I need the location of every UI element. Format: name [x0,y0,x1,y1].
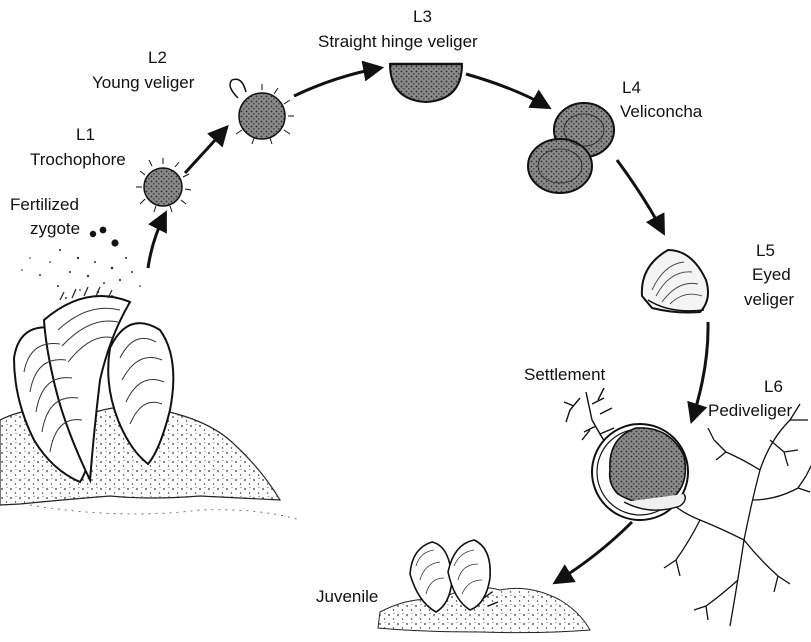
pediveliger-larva [592,424,688,520]
svg-text:Straight hinge veliger: Straight hinge veliger [318,32,478,51]
label-settlement: Settlement [524,365,606,384]
fertilized-zygote-cells [90,227,119,247]
label-l5: L5 Eyed veliger [744,241,794,309]
svg-text:Eyed: Eyed [752,265,791,284]
label-juvenile: Juvenile [316,587,378,606]
arrow-l1-to-l2 [185,128,226,173]
veliconcha-shells [528,103,614,193]
label-l2-name: Young veliger [92,73,195,92]
label-l5-line3: veliger [744,290,794,309]
arrow-l2-to-l3 [294,68,380,96]
svg-text:L2: L2 [148,48,167,67]
label-l2-code: L2 [148,48,167,67]
straight-hinge-veliger-shell [390,64,462,102]
seaweed-small [564,388,614,444]
label-zygote-line2: zygote [30,219,80,238]
label-l4-name: Veliconcha [620,102,703,121]
eyed-veliger-shell [642,250,708,313]
label-juvenile-text: Juvenile [316,587,378,606]
label-l1: L1 Trochophore [30,125,126,169]
label-l6: L6 Pediveliger [708,377,792,420]
svg-text:zygote: zygote [30,219,80,238]
label-l5-code: L5 [756,241,775,260]
svg-text:Pediveliger: Pediveliger [708,401,792,420]
svg-text:L6: L6 [764,377,783,396]
svg-text:Veliconcha: Veliconcha [620,102,703,121]
label-settlement-text: Settlement [524,365,606,384]
label-l2: L2 Young veliger [92,48,195,92]
seaweed-large [656,404,811,626]
label-zygote-line1: Fertilized [10,195,79,214]
svg-text:Settlement: Settlement [524,365,606,384]
label-l4-code: L4 [622,78,641,97]
svg-text:Juvenile: Juvenile [316,587,378,606]
label-l4: L4 Veliconcha [620,78,703,121]
label-l3-code: L3 [413,7,432,26]
arrow-l3-to-l4 [466,74,548,107]
label-l6-name: Pediveliger [708,401,792,420]
label-l1-code: L1 [76,125,95,144]
svg-text:Fertilized: Fertilized [10,195,79,214]
juvenile-mussels-illustration [378,540,590,633]
label-l1-name: Trochophore [30,150,126,169]
spawn-speckle-cloud [21,249,141,299]
svg-text:Young veliger: Young veliger [92,73,195,92]
arrow-zygote-to-l1 [148,214,165,268]
label-fertilized-zygote: Fertilized zygote [10,195,80,238]
label-l3: L3 Straight hinge veliger [318,7,478,51]
svg-text:Trochophore: Trochophore [30,150,126,169]
svg-text:L4: L4 [622,78,641,97]
svg-text:L3: L3 [413,7,432,26]
label-l3-name: Straight hinge veliger [318,32,478,51]
adult-mussels-illustration [0,287,300,520]
svg-text:L1: L1 [76,125,95,144]
arrow-l5-to-l6 [692,322,708,420]
svg-text:L5: L5 [756,241,775,260]
svg-text:veliger: veliger [744,290,794,309]
arrow-l4-to-l5 [617,160,663,232]
label-l6-code: L6 [764,377,783,396]
label-l5-line2: Eyed [752,265,791,284]
young-veliger-larva [230,79,294,144]
arrow-l6-to-juvenile [556,522,632,582]
trochophore-larva [136,158,191,212]
